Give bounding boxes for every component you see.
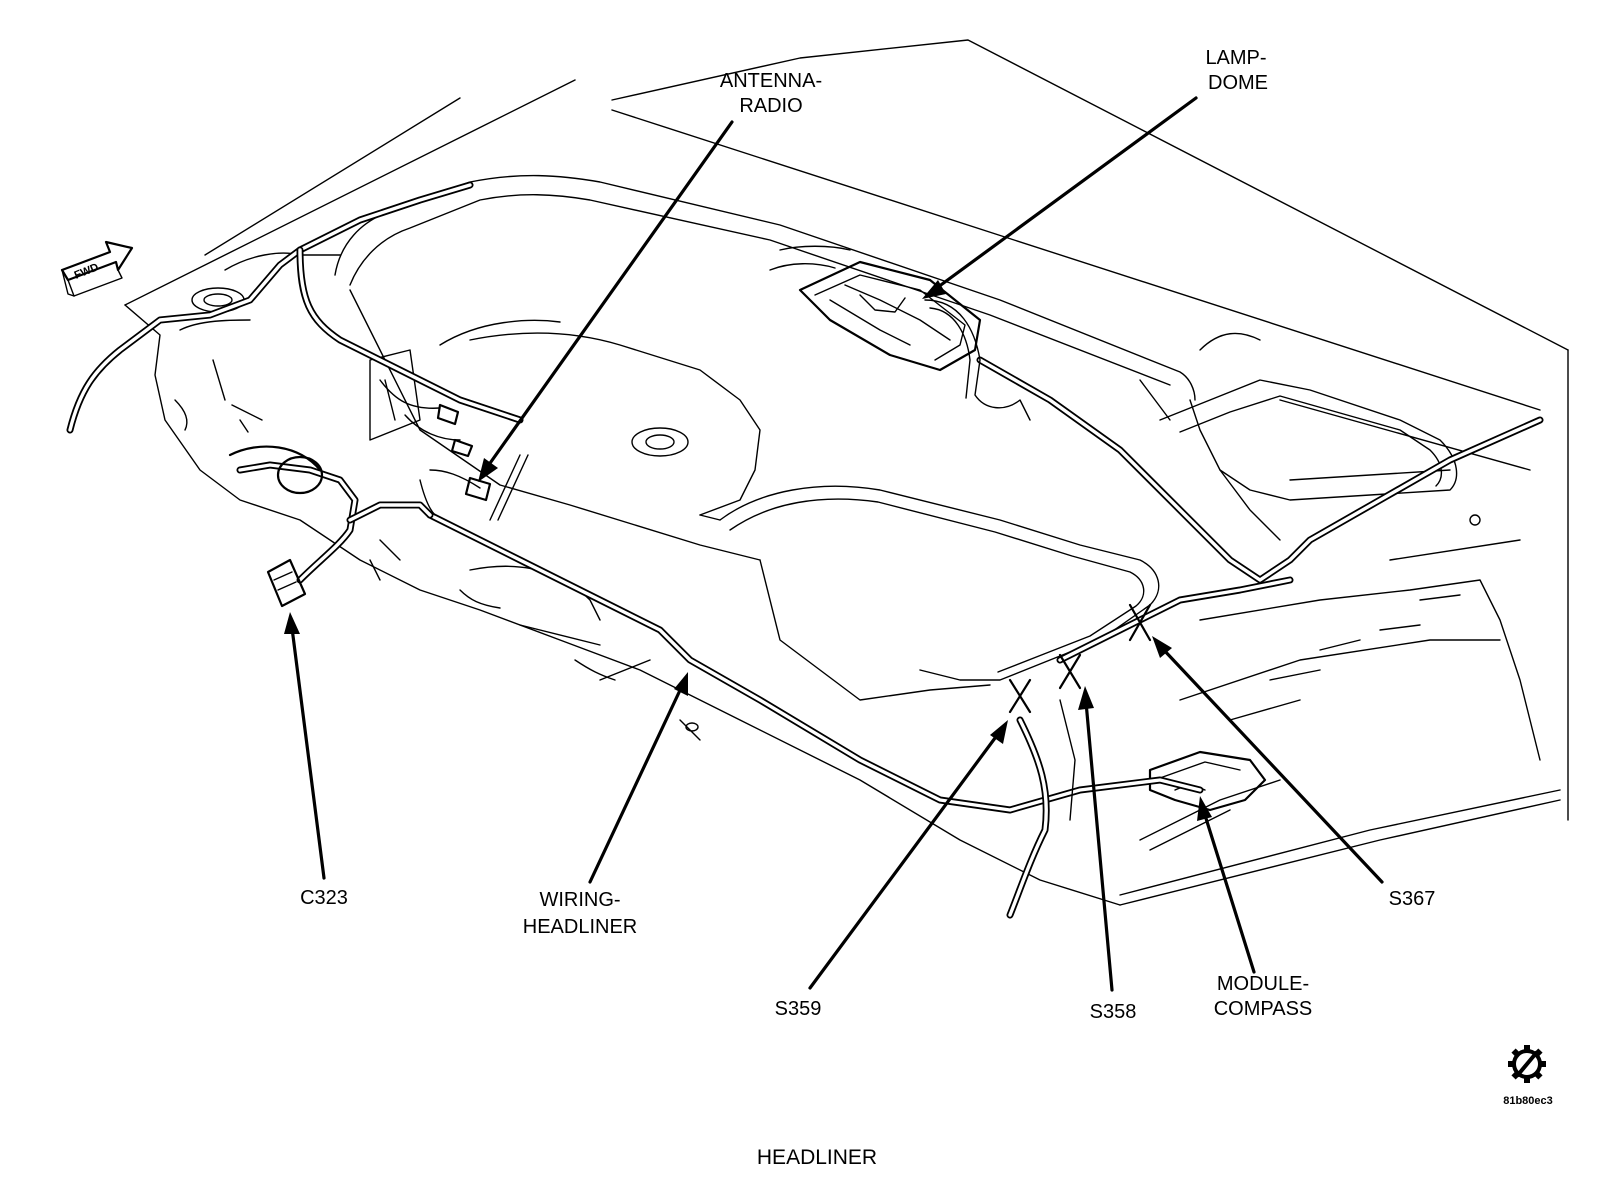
label-s358: S358 (1090, 1001, 1137, 1023)
label-lamp-dome-line1: LAMP- (1205, 47, 1266, 69)
headliner-panel (124, 39, 1569, 906)
fwd-arrow-icon: FWD (60, 240, 134, 297)
label-c323: C323 (300, 887, 348, 909)
c323-connector (228, 445, 324, 608)
headliner-wiring-harness (66, 181, 1544, 919)
label-antenna-radio-line2: RADIO (739, 95, 802, 117)
label-lamp-dome-line2: DOME (1208, 72, 1268, 94)
leader-lines (284, 96, 1384, 992)
label-s367: S367 (1389, 888, 1436, 910)
label-module-compass-line1: MODULE- (1217, 973, 1309, 995)
label-module-compass-line2: COMPASS (1214, 998, 1313, 1020)
splice-marks (1008, 603, 1152, 714)
gear-icon (1508, 1045, 1546, 1083)
diagram-caption: HEADLINER (757, 1146, 877, 1169)
label-s359: S359 (775, 998, 822, 1020)
antenna-connector (436, 403, 492, 502)
label-antenna-radio-line1: ANTENNA- (720, 70, 822, 92)
figure-id: 81b80ec3 (1503, 1095, 1553, 1107)
label-wiring-headliner-line2: HEADLINER (523, 916, 637, 938)
label-wiring-headliner-line1: WIRING- (539, 889, 620, 911)
callout-labels: ANTENNA- RADIO LAMP- DOME C323 WIRING- H… (300, 47, 1435, 1023)
